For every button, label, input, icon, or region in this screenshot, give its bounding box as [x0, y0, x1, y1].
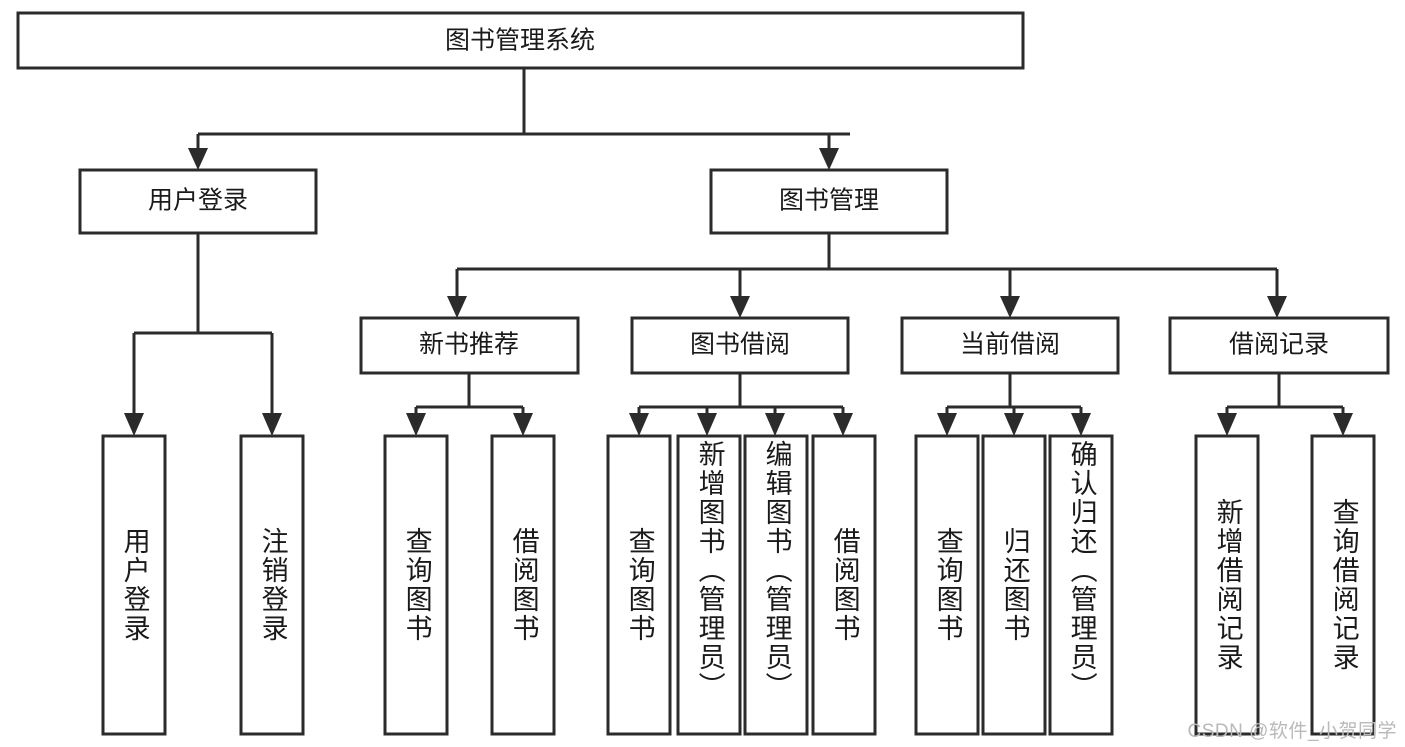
- connector-userlogin-to-leaves: [124, 233, 282, 436]
- node-root-label: 图书管理系统: [445, 27, 595, 55]
- leaf-confirm-return-admin[interactable]: [1048, 434, 1114, 736]
- leaf-query-borrow-record[interactable]: [1310, 434, 1376, 736]
- connector-borrowrecord-to-leaves: [1217, 373, 1353, 436]
- node-current-borrow[interactable]: [900, 316, 1120, 375]
- node-user-login[interactable]: [78, 168, 318, 235]
- leaf-return-book[interactable]: [981, 434, 1047, 736]
- leaf-borrow-book[interactable]: [811, 434, 877, 736]
- csdn-watermark: CSDN @软件_小贺同学: [1187, 721, 1397, 742]
- node-book-management[interactable]: [709, 168, 949, 235]
- connector-bookmgmt-to-level2: [447, 233, 1287, 318]
- leaf-query-book-recommend[interactable]: [383, 434, 449, 736]
- node-book-borrow-label: 图书借阅: [690, 331, 790, 359]
- node-borrow-record-label: 借阅记录: [1229, 331, 1329, 359]
- node-user-login-label: 用户登录: [148, 187, 248, 215]
- node-borrow-record[interactable]: [1168, 316, 1390, 375]
- leaf-user-login[interactable]: [101, 434, 167, 736]
- connector-bookborrow-to-leaves: [629, 373, 853, 436]
- leaf-borrow-book-recommend[interactable]: [490, 434, 556, 736]
- leaf-edit-book-admin[interactable]: [743, 434, 809, 736]
- leaf-add-book-admin[interactable]: [676, 434, 742, 736]
- leaf-query-book-borrow[interactable]: [606, 434, 672, 736]
- node-new-book-recommend-label: 新书推荐: [419, 331, 519, 359]
- leaf-add-borrow-record[interactable]: [1194, 434, 1260, 736]
- leaf-logout[interactable]: [239, 434, 305, 736]
- leaf-query-book-current[interactable]: [914, 434, 980, 736]
- node-root-book-management-system[interactable]: [16, 11, 1025, 70]
- connector-currentborrow-to-leaves: [937, 373, 1091, 436]
- node-new-book-recommend[interactable]: [359, 316, 580, 375]
- node-book-borrow[interactable]: [630, 316, 850, 375]
- node-current-borrow-label: 当前借阅: [960, 331, 1060, 359]
- node-book-management-label: 图书管理: [779, 187, 879, 215]
- connector-newbook-to-leaves: [406, 373, 533, 436]
- connector-root-to-level1: [188, 68, 850, 170]
